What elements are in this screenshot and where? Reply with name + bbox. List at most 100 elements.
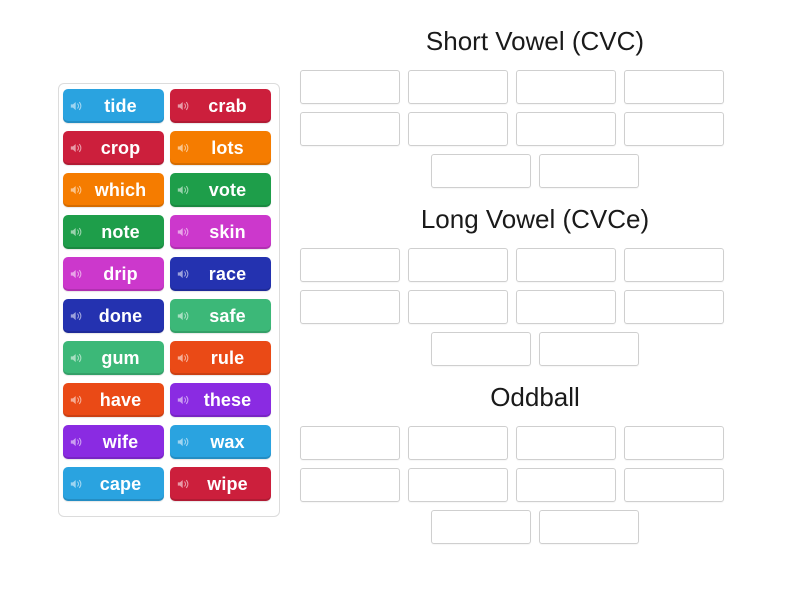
slot-row bbox=[300, 332, 770, 366]
slot-row bbox=[300, 468, 770, 502]
word-tile-label: safe bbox=[209, 306, 246, 326]
speaker-icon[interactable] bbox=[177, 226, 190, 239]
word-tile-label: cape bbox=[99, 474, 142, 494]
speaker-icon[interactable] bbox=[177, 394, 190, 407]
drop-slot[interactable] bbox=[516, 248, 616, 282]
drop-slot[interactable] bbox=[624, 468, 724, 502]
word-tile-label: wife bbox=[102, 432, 139, 452]
word-tile-label: drip bbox=[103, 264, 138, 284]
drop-slot[interactable] bbox=[300, 70, 400, 104]
word-tile[interactable]: which bbox=[63, 173, 164, 207]
speaker-icon[interactable] bbox=[177, 184, 190, 197]
drop-slot[interactable] bbox=[516, 112, 616, 146]
word-tile-label: tide bbox=[104, 96, 137, 116]
drop-slot[interactable] bbox=[539, 154, 639, 188]
word-tile[interactable]: skin bbox=[170, 215, 271, 249]
word-tile-label: done bbox=[98, 306, 143, 326]
slot-row bbox=[300, 426, 770, 460]
drop-slot[interactable] bbox=[408, 468, 508, 502]
speaker-icon[interactable] bbox=[177, 310, 190, 323]
speaker-icon[interactable] bbox=[70, 394, 83, 407]
drop-slot[interactable] bbox=[408, 112, 508, 146]
word-tile[interactable]: lots bbox=[170, 131, 271, 165]
word-tile[interactable]: vote bbox=[170, 173, 271, 207]
drop-slot[interactable] bbox=[300, 248, 400, 282]
word-bank-panel: tide crab crop lots which vote note skin drip rac… bbox=[58, 83, 280, 517]
speaker-icon[interactable] bbox=[70, 226, 83, 239]
speaker-icon[interactable] bbox=[70, 184, 83, 197]
drop-slot[interactable] bbox=[300, 290, 400, 324]
slot-row bbox=[300, 154, 770, 188]
word-tile-label: skin bbox=[209, 222, 246, 242]
drop-slot[interactable] bbox=[408, 426, 508, 460]
speaker-icon[interactable] bbox=[70, 436, 83, 449]
speaker-icon[interactable] bbox=[177, 478, 190, 491]
category-section: Short Vowel (CVC) bbox=[300, 24, 770, 188]
word-tile[interactable]: gum bbox=[63, 341, 164, 375]
word-tile[interactable]: wax bbox=[170, 425, 271, 459]
speaker-icon[interactable] bbox=[177, 352, 190, 365]
word-tile[interactable]: rule bbox=[170, 341, 271, 375]
category-section: Long Vowel (CVCe) bbox=[300, 202, 770, 366]
slot-row bbox=[300, 248, 770, 282]
word-tile[interactable]: have bbox=[63, 383, 164, 417]
drop-slot[interactable] bbox=[624, 426, 724, 460]
word-tile[interactable]: crab bbox=[170, 89, 271, 123]
speaker-icon[interactable] bbox=[70, 142, 83, 155]
speaker-icon[interactable] bbox=[177, 436, 190, 449]
speaker-icon[interactable] bbox=[177, 100, 190, 113]
word-tile-label: note bbox=[101, 222, 140, 242]
word-tile[interactable]: wife bbox=[63, 425, 164, 459]
drop-slot[interactable] bbox=[539, 510, 639, 544]
drop-slot[interactable] bbox=[408, 290, 508, 324]
speaker-icon[interactable] bbox=[70, 310, 83, 323]
drop-slot[interactable] bbox=[408, 248, 508, 282]
drop-slot[interactable] bbox=[408, 70, 508, 104]
speaker-icon[interactable] bbox=[177, 268, 190, 281]
drop-slot[interactable] bbox=[431, 154, 531, 188]
word-tile-label: have bbox=[99, 390, 142, 410]
drop-slot[interactable] bbox=[516, 426, 616, 460]
word-tile-label: crab bbox=[208, 96, 247, 116]
word-tile-label: wax bbox=[210, 432, 245, 452]
slot-row bbox=[300, 510, 770, 544]
drop-slot[interactable] bbox=[516, 290, 616, 324]
drop-slot[interactable] bbox=[516, 70, 616, 104]
drop-slot[interactable] bbox=[431, 510, 531, 544]
category-title: Short Vowel (CVC) bbox=[425, 26, 645, 56]
speaker-icon[interactable] bbox=[177, 142, 190, 155]
drop-slot[interactable] bbox=[624, 70, 724, 104]
word-tile[interactable]: these bbox=[170, 383, 271, 417]
drop-slot[interactable] bbox=[300, 112, 400, 146]
word-tile[interactable]: wipe bbox=[170, 467, 271, 501]
word-tile[interactable]: safe bbox=[170, 299, 271, 333]
drop-slot[interactable] bbox=[624, 112, 724, 146]
word-tile-label: these bbox=[203, 390, 252, 410]
word-tile[interactable]: cape bbox=[63, 467, 164, 501]
drop-slot[interactable] bbox=[300, 426, 400, 460]
drop-slot[interactable] bbox=[539, 332, 639, 366]
slot-row bbox=[300, 70, 770, 104]
word-tile[interactable]: crop bbox=[63, 131, 164, 165]
word-tile-label: wipe bbox=[207, 474, 248, 494]
speaker-icon[interactable] bbox=[70, 352, 83, 365]
drop-slot[interactable] bbox=[624, 248, 724, 282]
word-tile-label: lots bbox=[211, 138, 244, 158]
speaker-icon[interactable] bbox=[70, 268, 83, 281]
drop-slot[interactable] bbox=[431, 332, 531, 366]
drop-slot[interactable] bbox=[624, 290, 724, 324]
word-tile[interactable]: race bbox=[170, 257, 271, 291]
word-tile[interactable]: drip bbox=[63, 257, 164, 291]
word-tile-label: rule bbox=[210, 348, 245, 368]
drop-slot[interactable] bbox=[300, 468, 400, 502]
word-tile[interactable]: tide bbox=[63, 89, 164, 123]
speaker-icon[interactable] bbox=[70, 478, 83, 491]
word-tile[interactable]: note bbox=[63, 215, 164, 249]
drop-slot[interactable] bbox=[516, 468, 616, 502]
speaker-icon[interactable] bbox=[70, 100, 83, 113]
word-tile-label: vote bbox=[208, 180, 247, 200]
word-tile[interactable]: done bbox=[63, 299, 164, 333]
word-tile-label: which bbox=[94, 180, 147, 200]
category-title: Oddball bbox=[490, 382, 580, 412]
